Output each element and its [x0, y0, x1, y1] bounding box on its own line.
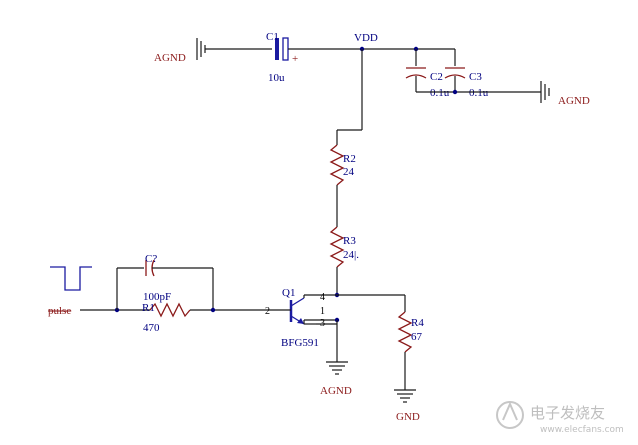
r3-value-label: 24|. [343, 249, 359, 261]
gnd-r4-symbol [394, 389, 416, 403]
pin-1-label: 1 [320, 306, 325, 317]
gnd-r4-label: GND [396, 411, 420, 423]
r4-ref-label: R4 [411, 317, 424, 329]
q1-part-label: BFG591 [281, 337, 319, 349]
q1-ref-label: Q1 [282, 287, 295, 299]
agnd-right-label: AGND [558, 95, 590, 107]
r1-ref-label: R1 [142, 302, 155, 314]
agnd-left-symbol [196, 38, 206, 60]
agnd-right-symbol [540, 81, 550, 103]
r2-ref-label: R2 [343, 153, 356, 165]
agnd-q1-label: AGND [320, 385, 352, 397]
pulse-label: pulse [48, 305, 71, 317]
resistor-r2 [329, 144, 345, 186]
c2-ref-label: C2 [430, 71, 443, 83]
r4-value-label: 67 [411, 331, 423, 343]
agnd-q1-symbol [326, 361, 348, 375]
watermark-brand: 电子发烧友 [530, 404, 605, 422]
capacitor-c3 [444, 67, 466, 79]
c7-ref-label: C? [145, 253, 157, 265]
watermark-url: www.elecfans.com [540, 425, 624, 435]
pin-4-label: 4 [320, 292, 325, 303]
pulse-waveform-icon [50, 266, 92, 291]
c7-value-label: 100pF [143, 291, 171, 303]
c1-ref-label: C1 [266, 31, 279, 43]
r3-ref-label: R3 [343, 235, 356, 247]
node-c3-bottom [452, 89, 458, 95]
vdd-label: VDD [354, 32, 378, 44]
node-input-right [210, 307, 216, 313]
r2-value-label: 24 [343, 166, 355, 178]
pin-2-label: 2 [265, 306, 270, 317]
resistor-r4 [397, 311, 413, 353]
pin-3-label: 3 [320, 318, 325, 329]
transistor-q1 [289, 297, 305, 325]
r1-value-label: 470 [143, 322, 160, 334]
capacitor-c2 [405, 67, 427, 79]
c3-ref-label: C3 [469, 71, 482, 83]
c3-value-label: 0.1u [469, 87, 489, 99]
watermark: 电子发烧友 www.elecfans.com [496, 401, 624, 435]
c1-plus-label: + [292, 53, 298, 65]
resistor-r1 [149, 302, 191, 318]
agnd-left-label: AGND [154, 52, 186, 64]
resistor-r3 [329, 226, 345, 268]
c2-value-label: 0.1u [430, 87, 450, 99]
c1-value-label: 10u [268, 72, 285, 84]
